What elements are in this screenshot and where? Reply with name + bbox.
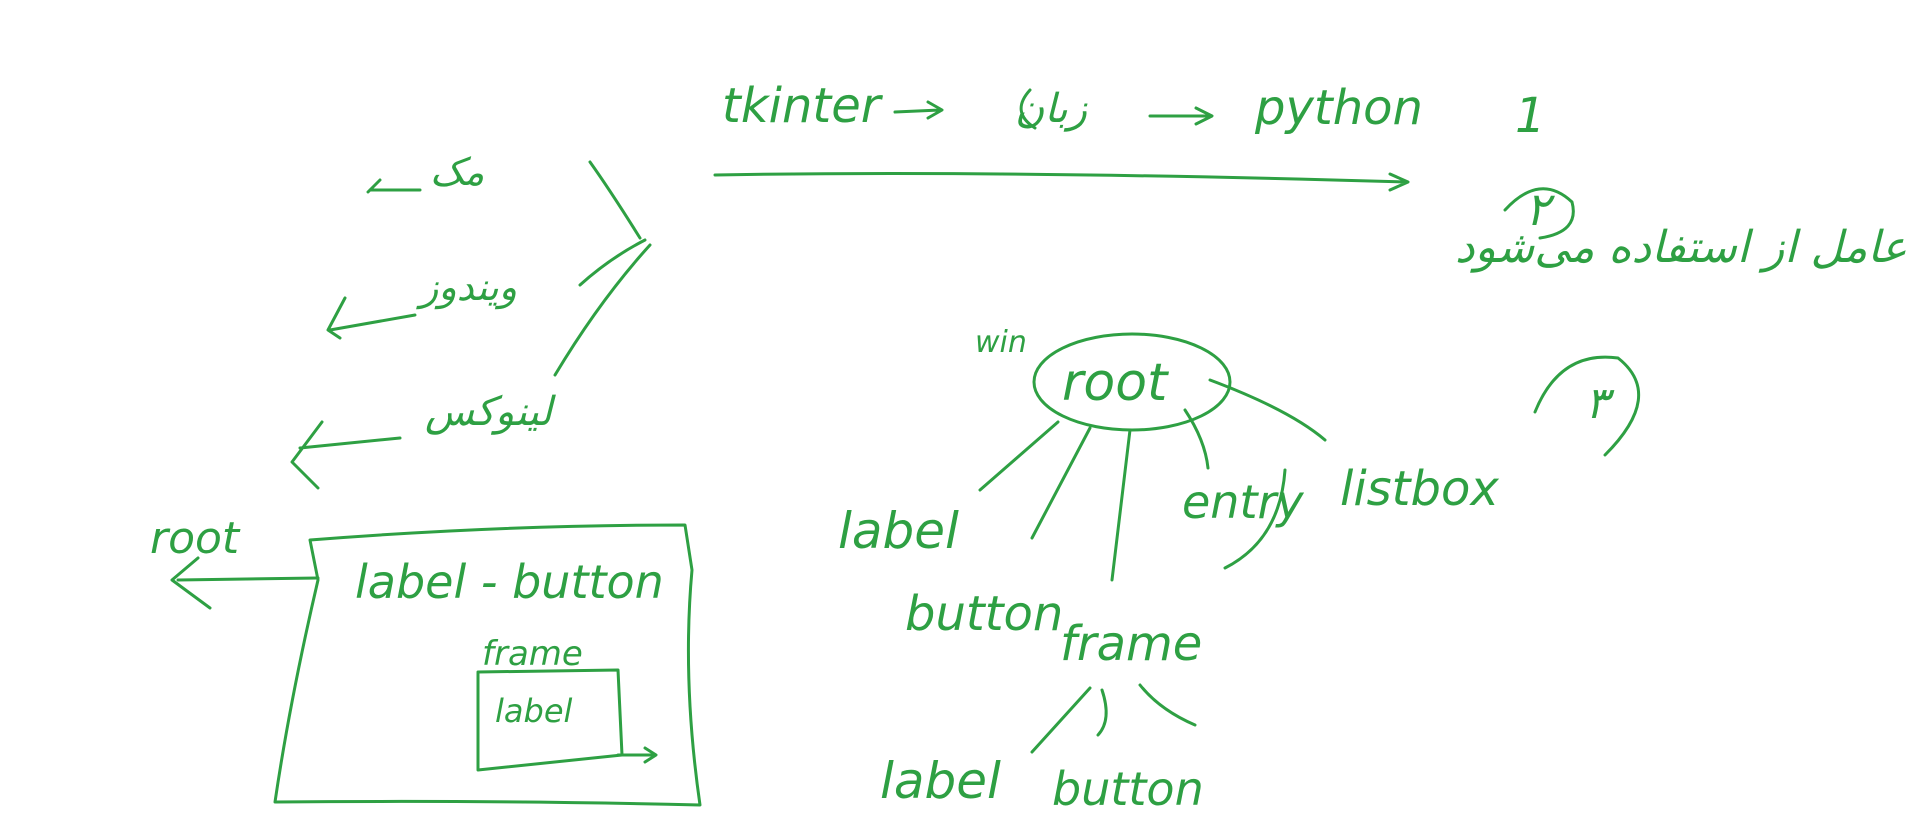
edge-frame-extra [1138, 683, 1197, 727]
root-text: root [1062, 353, 1169, 413]
arrow-linux [290, 420, 402, 490]
child-listbox: listbox [1340, 461, 1499, 517]
edge-root-listbox [1208, 378, 1327, 442]
tkinter-text: tkinter [722, 78, 884, 134]
platforms-group: مک ویندوز لینوکس [290, 150, 652, 490]
box-inner-text: label [495, 692, 573, 730]
arrow-box-to-root [170, 556, 320, 610]
arrow-tkinter-to-zaban [893, 100, 944, 120]
edge-frame-button [1096, 688, 1108, 737]
box-frame-text: frame [482, 634, 583, 674]
number-three-circle [1533, 355, 1641, 457]
row-1-group: tkinter زبان python 1 [713, 78, 1546, 192]
edge-root-frame [1110, 428, 1132, 582]
platform-linux: لینوکس [425, 389, 557, 435]
child-label: label [838, 502, 959, 560]
tree-group: win root ۳ label button frame entry list… [838, 325, 1641, 816]
arrow-zaban-to-python [1148, 106, 1214, 126]
frame-child-label: label [880, 752, 1001, 810]
edge-frame-label [1030, 686, 1092, 754]
python-text: python [1254, 80, 1423, 136]
underline-arrow [713, 172, 1410, 192]
branch-windows [578, 238, 647, 287]
box-title: label - button [355, 555, 664, 609]
edge-root-entry [1183, 408, 1210, 470]
box-group: root label - button frame label [150, 513, 702, 807]
number-two-circle [1503, 187, 1575, 240]
row-2-group: این کارها شما مناسب برای ساختن ابزارهای … [1455, 182, 1914, 273]
frame-child-button: button [1052, 762, 1204, 816]
box-root-text: root [150, 513, 241, 564]
branch-mac [588, 160, 642, 240]
paren-open [1019, 88, 1037, 130]
number-three: ۳ [1585, 378, 1615, 429]
outer-box [273, 523, 702, 807]
platform-windows: ویندوز [416, 265, 517, 310]
platform-mac: مک [430, 150, 484, 194]
child-entry: entry [1182, 475, 1304, 529]
branch-linux [553, 243, 652, 377]
edge-root-label [978, 420, 1060, 492]
child-button: button [905, 586, 1063, 642]
arrow-mac [366, 178, 422, 194]
arrow-windows [326, 296, 417, 340]
number-one: 1 [1515, 88, 1546, 144]
inner-arrow [616, 746, 658, 764]
edge-root-button [1030, 426, 1092, 540]
entry-tail [1223, 468, 1287, 570]
win-text: win [975, 325, 1027, 360]
root-ellipse [1032, 332, 1232, 432]
persian-sentence: این کارها شما مناسب برای ساختن ابزارهای … [1455, 222, 1914, 273]
child-frame: frame [1060, 616, 1202, 672]
